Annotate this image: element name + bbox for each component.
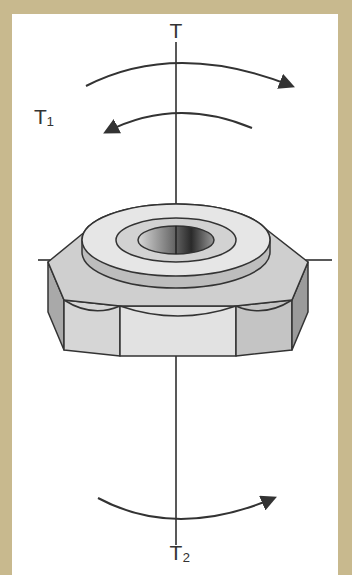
hex-nut (48, 204, 308, 356)
torque-label: T₁ (34, 106, 54, 127)
torque-label: T (170, 20, 183, 41)
torque-arc-t (86, 63, 292, 86)
torque-arc-t1 (106, 113, 252, 132)
torque-arc-t2 (98, 498, 274, 519)
torque-label: T₂ (170, 542, 191, 563)
